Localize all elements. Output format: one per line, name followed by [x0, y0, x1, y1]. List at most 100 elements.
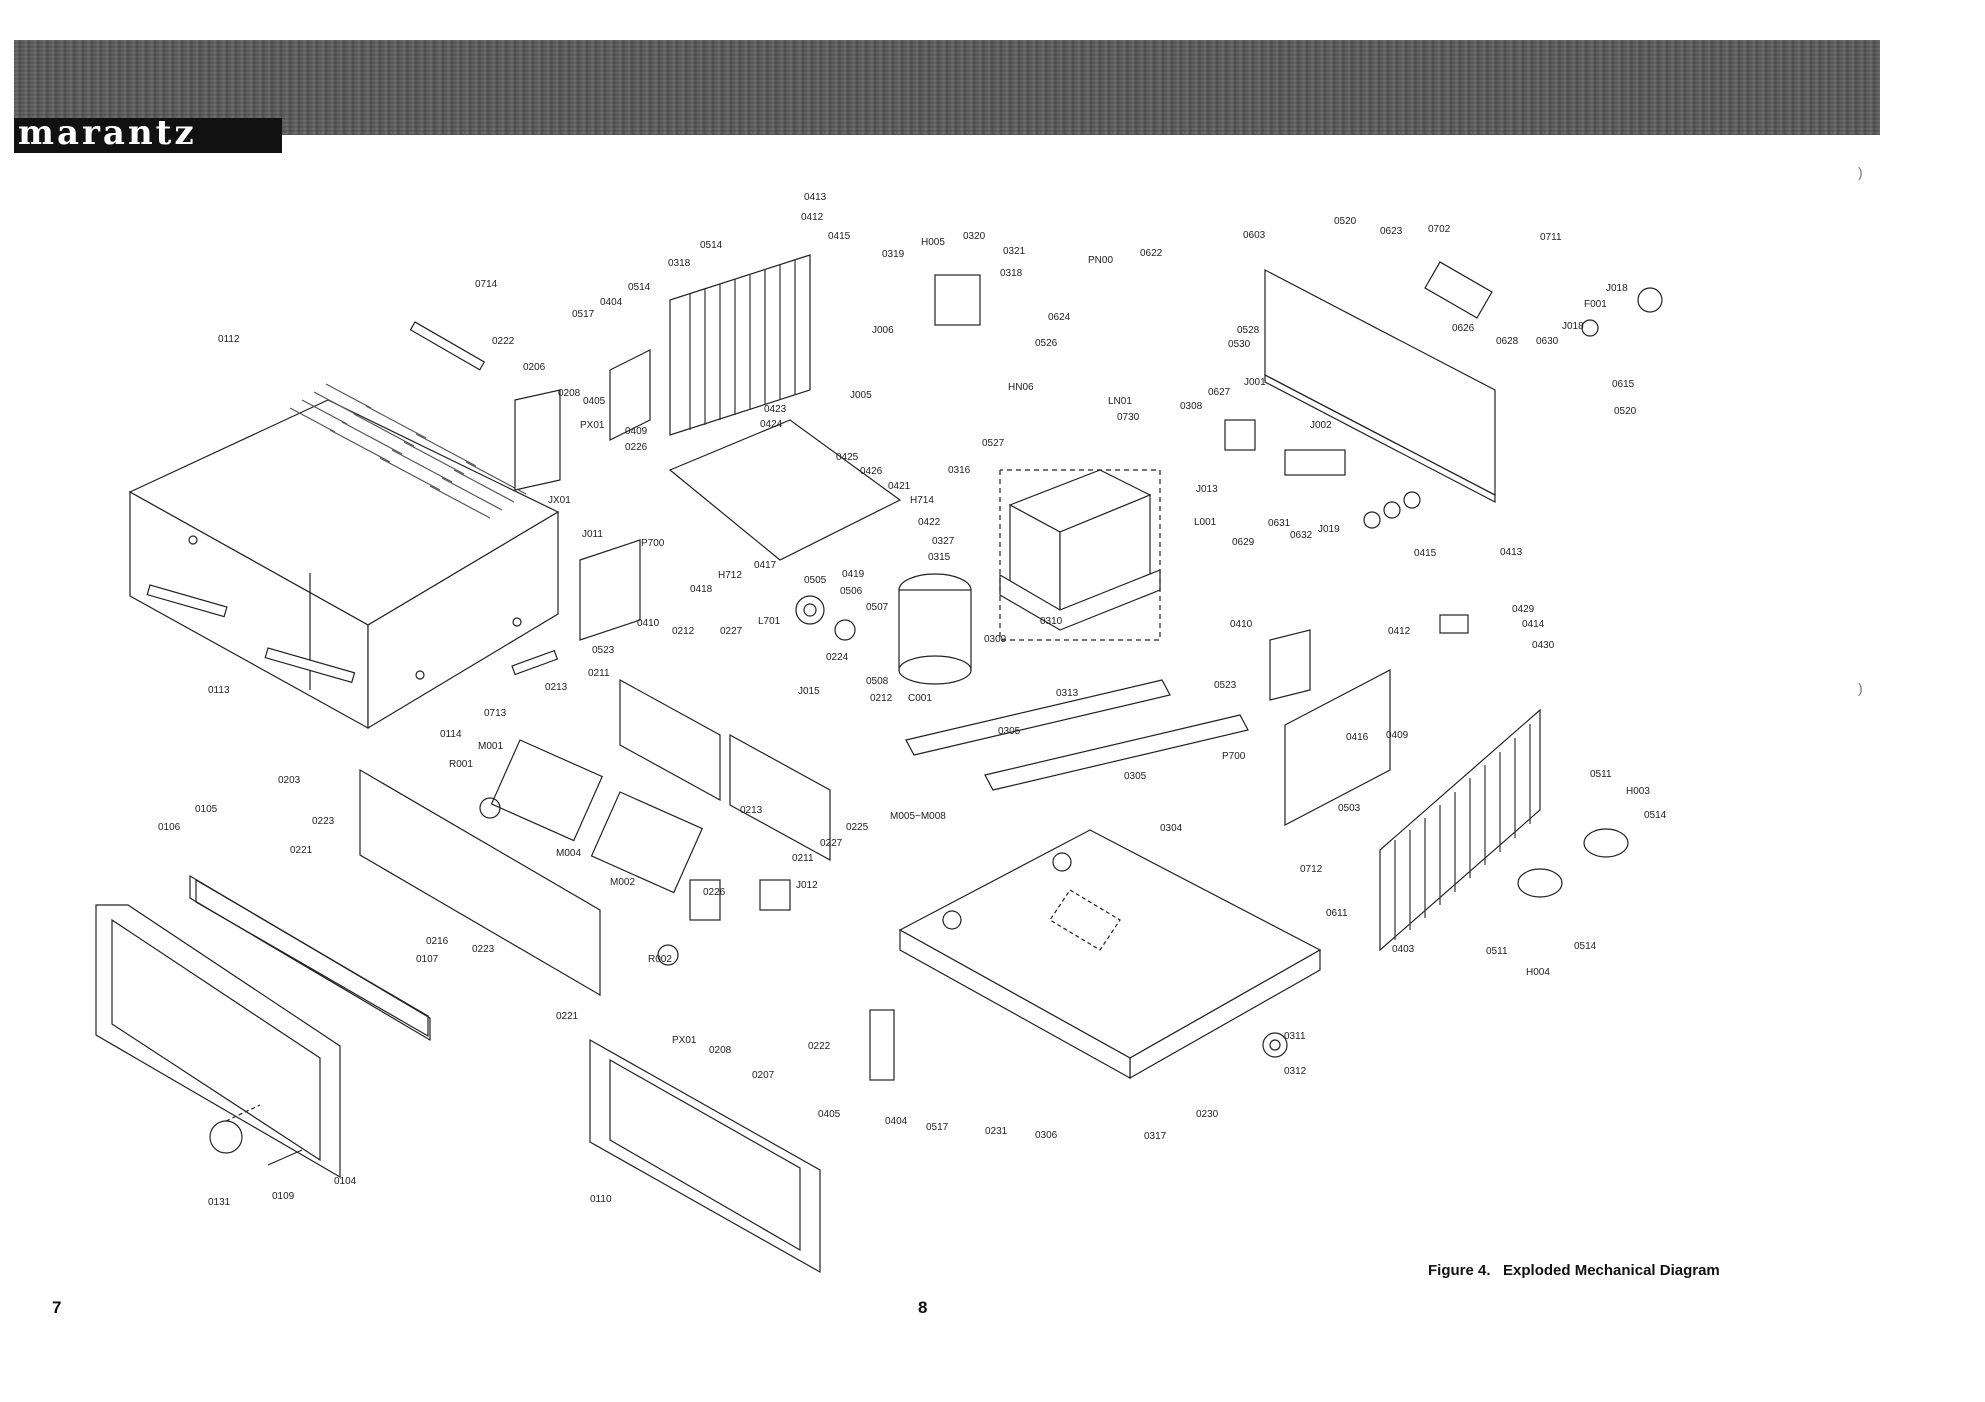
part-label: 0318: [1000, 268, 1023, 279]
part-label: 0430: [1532, 640, 1555, 651]
part-label: 0523: [1214, 680, 1237, 691]
part-label: LN01: [1108, 396, 1132, 407]
part-label: 0308: [1180, 401, 1203, 412]
part-label: 0206: [523, 362, 546, 373]
part-label: 0305: [1124, 771, 1147, 782]
part-label: 0712: [1300, 864, 1323, 875]
part-label: J013: [1196, 484, 1218, 495]
part-label: 0507: [866, 602, 889, 613]
part-label: H712: [718, 570, 742, 581]
part-label: R001: [449, 759, 473, 770]
part-label: HN06: [1008, 382, 1034, 393]
part-label: 0415: [828, 231, 851, 242]
part-label: 0109: [272, 1191, 295, 1202]
top-cover: [128, 321, 560, 730]
part-label: 0630: [1536, 336, 1559, 347]
part-label: H714: [910, 495, 934, 506]
part-label: 0628: [1496, 336, 1519, 347]
part-label: 0421: [888, 481, 911, 492]
part-label: 0514: [1644, 810, 1667, 821]
page-number-right: 8: [918, 1298, 928, 1317]
part-label: 0320: [963, 231, 986, 242]
part-label: 0413: [804, 192, 827, 203]
capacitor: [795, 573, 972, 685]
part-label: F001: [1584, 299, 1607, 310]
part-label: J002: [1310, 420, 1332, 431]
part-label: 0626: [1452, 323, 1475, 334]
part-label: P700: [641, 538, 665, 549]
part-label: 0107: [416, 954, 439, 965]
left-heatsink: [514, 254, 981, 641]
part-label: 0622: [1140, 248, 1163, 259]
part-label: 0321: [1003, 246, 1026, 257]
part-label: 0508: [866, 676, 889, 687]
part-label: 0624: [1048, 312, 1071, 323]
part-label: 0526: [1035, 338, 1058, 349]
part-label: 0319: [882, 249, 905, 260]
right-heatsink: [1269, 614, 1629, 952]
part-label: 0412: [801, 212, 824, 223]
part-label: 0416: [1346, 732, 1369, 743]
part-label: 0414: [1522, 619, 1545, 630]
part-label: 0106: [158, 822, 181, 833]
part-label: 0230: [1196, 1109, 1219, 1120]
part-label: 0410: [637, 618, 660, 629]
part-label: 0221: [556, 1011, 579, 1022]
part-label: 0517: [572, 309, 595, 320]
part-label: 0223: [312, 816, 335, 827]
figure-caption: Figure 4. Exploded Mechanical Diagram: [1428, 1262, 1720, 1279]
part-label: 0211: [588, 668, 610, 679]
part-label: 0702: [1428, 224, 1451, 235]
part-label: 0203: [278, 775, 301, 786]
part-label: 0629: [1232, 537, 1255, 548]
part-label: 0312: [1284, 1066, 1307, 1077]
part-label: 0306: [1035, 1130, 1058, 1141]
part-label: J001: [1244, 377, 1266, 388]
part-label: 0429: [1512, 604, 1535, 615]
part-label: 0404: [600, 297, 623, 308]
part-label: 0208: [709, 1045, 732, 1056]
part-label: 0623: [1380, 226, 1403, 237]
part-label: 0309: [984, 634, 1007, 645]
part-label: 0506: [840, 586, 863, 597]
part-label: 0223: [472, 944, 495, 955]
meters: [479, 678, 895, 1081]
part-label: 0415: [1414, 548, 1437, 559]
front-panels: [95, 768, 821, 1274]
part-label: 0412: [1388, 626, 1411, 637]
part-label: 0207: [752, 1070, 775, 1081]
part-label: J015: [798, 686, 820, 697]
part-label: 0419: [842, 569, 865, 580]
part-label: 0632: [1290, 530, 1313, 541]
part-label: 0317: [1144, 1131, 1167, 1142]
part-label: 0615: [1612, 379, 1635, 390]
part-label: 0730: [1117, 412, 1140, 423]
part-label: L701: [758, 616, 781, 627]
part-label: 0226: [625, 442, 648, 453]
part-label: J012: [796, 880, 818, 891]
part-label: R002: [648, 954, 672, 965]
part-label: 0418: [690, 584, 713, 595]
part-label: J018: [1562, 321, 1584, 332]
part-label: 0422: [918, 517, 941, 528]
part-label: 0313: [1056, 688, 1079, 699]
part-label: 0227: [720, 626, 743, 637]
rear-panel: [1224, 261, 1663, 529]
part-label: 0403: [1392, 944, 1415, 955]
part-label: PN00: [1088, 255, 1113, 266]
part-label: 0714: [475, 279, 498, 290]
part-label: 0631: [1268, 518, 1291, 529]
part-label: 0425: [836, 452, 859, 463]
part-label: 0310: [1040, 616, 1063, 627]
part-label: 0212: [672, 626, 695, 637]
part-label: 0113: [208, 685, 230, 696]
part-label: J005: [850, 390, 872, 401]
part-label: J011: [582, 529, 603, 540]
part-label: 0511: [1590, 769, 1612, 780]
part-label: M005~M008: [890, 811, 946, 822]
part-label: 0713: [484, 708, 507, 719]
part-label: 0528: [1237, 325, 1260, 336]
part-label: J018: [1606, 283, 1628, 294]
part-label: 0305: [998, 726, 1021, 737]
